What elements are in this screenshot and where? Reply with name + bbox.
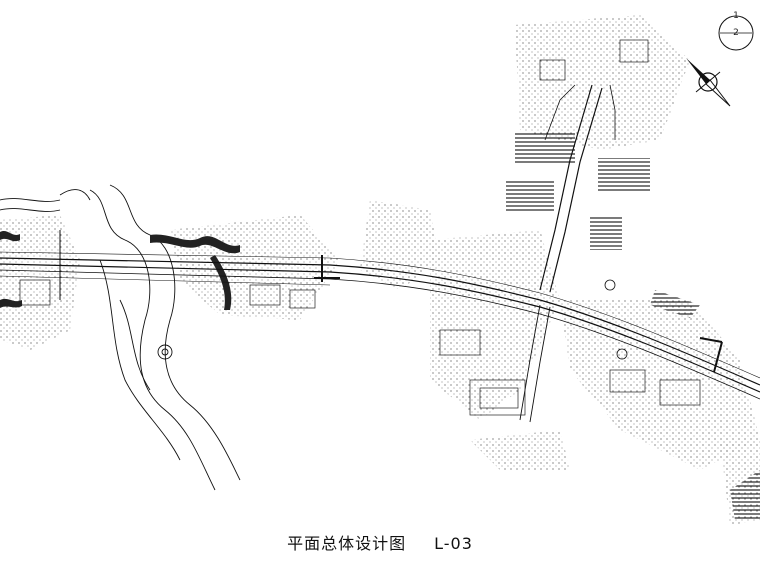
drawing-caption: 平面总体设计图 L-03 bbox=[0, 530, 760, 554]
sheet-number: 1 bbox=[733, 11, 739, 21]
river-banks bbox=[0, 231, 240, 310]
building-outlines bbox=[19, 39, 701, 416]
section-marks bbox=[59, 230, 723, 373]
caption-code: L-03 bbox=[434, 534, 473, 553]
terrain-areas bbox=[0, 15, 760, 525]
north-arrow-icon bbox=[686, 58, 731, 107]
cross-road bbox=[519, 84, 616, 423]
sheet-total: 2 bbox=[733, 28, 739, 38]
main-road bbox=[0, 251, 760, 400]
sheet-index-circle-icon bbox=[718, 15, 754, 51]
hatched-blocks bbox=[506, 133, 760, 520]
station-markers bbox=[604, 279, 628, 360]
river-channel bbox=[0, 184, 241, 491]
caption-title: 平面总体设计图 bbox=[287, 534, 407, 553]
